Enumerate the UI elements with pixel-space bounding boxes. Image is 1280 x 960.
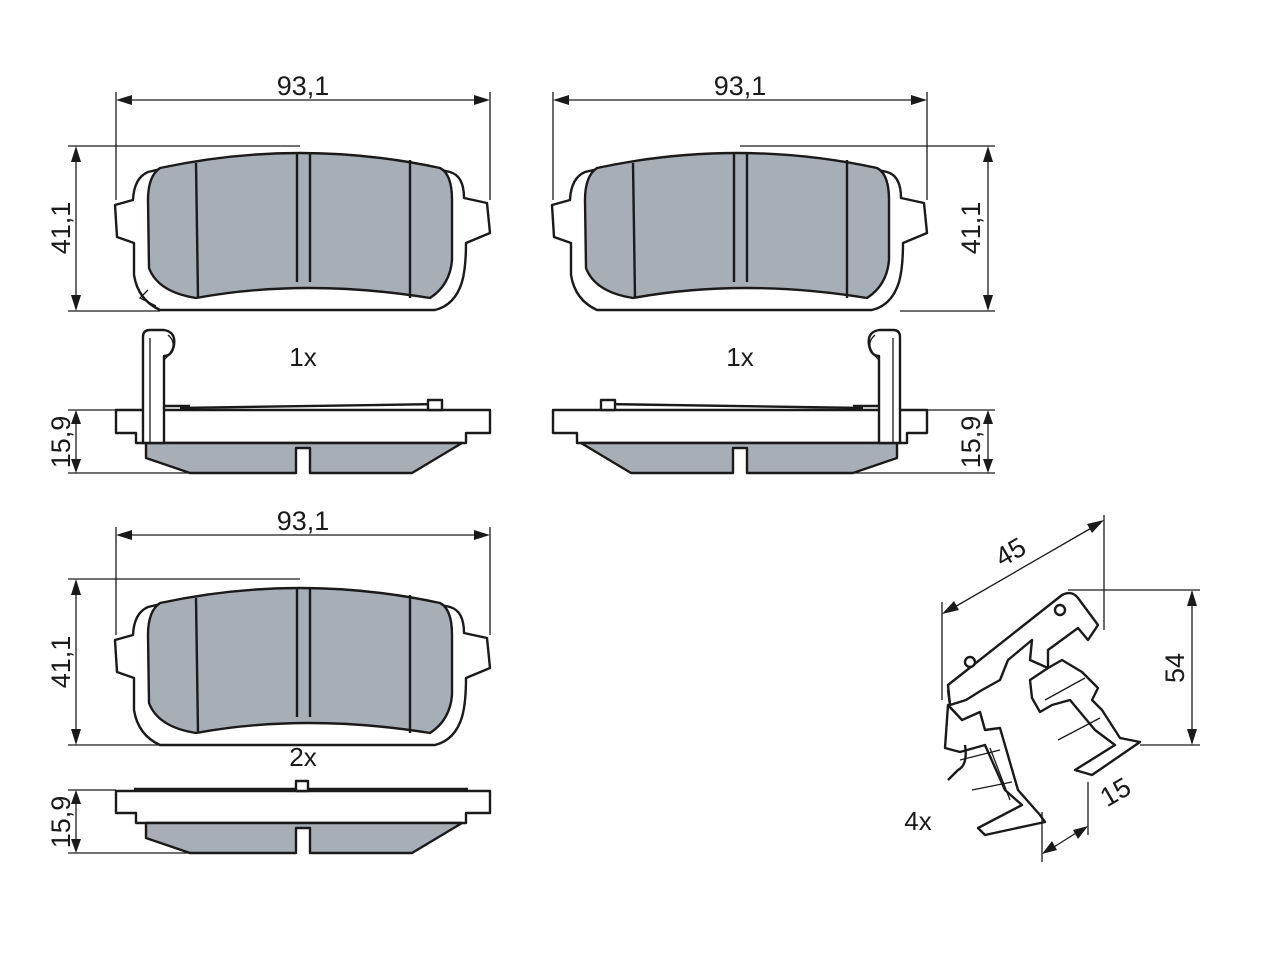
- width-label: 93,1: [277, 506, 330, 536]
- dimension-height-top-right: 41,1: [740, 145, 995, 312]
- dimension-thickness-top-left: 15,9: [46, 409, 190, 474]
- pad-top-right-front-view: [550, 151, 929, 312]
- thickness-label: 15,9: [956, 416, 986, 469]
- width-label: 93,1: [277, 71, 330, 101]
- quantity-label: 1x: [289, 342, 316, 372]
- dimension-width-top-right: 93,1: [552, 71, 928, 200]
- width-label: 93,1: [714, 71, 767, 101]
- pad-bottom-front-view: [113, 586, 492, 747]
- dimension-clip-width: 15: [1041, 772, 1136, 862]
- pad-top-right-side-view: [551, 328, 929, 475]
- dimension-thickness-top-right: 15,9: [855, 409, 995, 474]
- pad-groove: [194, 162, 200, 299]
- spring-clip-isometric: [943, 591, 1142, 837]
- clip-quantity-label: 4x: [904, 806, 931, 836]
- thickness-label: 15,9: [46, 416, 76, 469]
- height-label: 41,1: [46, 636, 76, 689]
- pad-bottom-side-view: [114, 779, 492, 855]
- pad-top-left-side-view: [114, 328, 492, 475]
- pad-top-left-front-view: [113, 151, 492, 312]
- clip-height-label: 54: [1160, 653, 1190, 683]
- pad-groove: [631, 162, 637, 299]
- dimension-height-top-left: 41,1: [46, 145, 300, 312]
- dimension-thickness-bottom: 15,9: [46, 789, 190, 854]
- clip-width-label: 15: [1095, 772, 1136, 813]
- pad-groove: [194, 597, 200, 734]
- dimension-height-bottom: 41,1: [46, 578, 300, 746]
- dimension-width-bottom: 93,1: [115, 506, 491, 635]
- thickness-label: 15,9: [46, 796, 76, 849]
- quantity-label: 1x: [726, 342, 753, 372]
- dimension-clip-height: 54: [1068, 589, 1200, 746]
- height-label: 41,1: [956, 202, 986, 255]
- wear-indicator-tab: [138, 289, 157, 307]
- height-label: 41,1: [46, 202, 76, 255]
- quantity-label: 2x: [289, 742, 316, 772]
